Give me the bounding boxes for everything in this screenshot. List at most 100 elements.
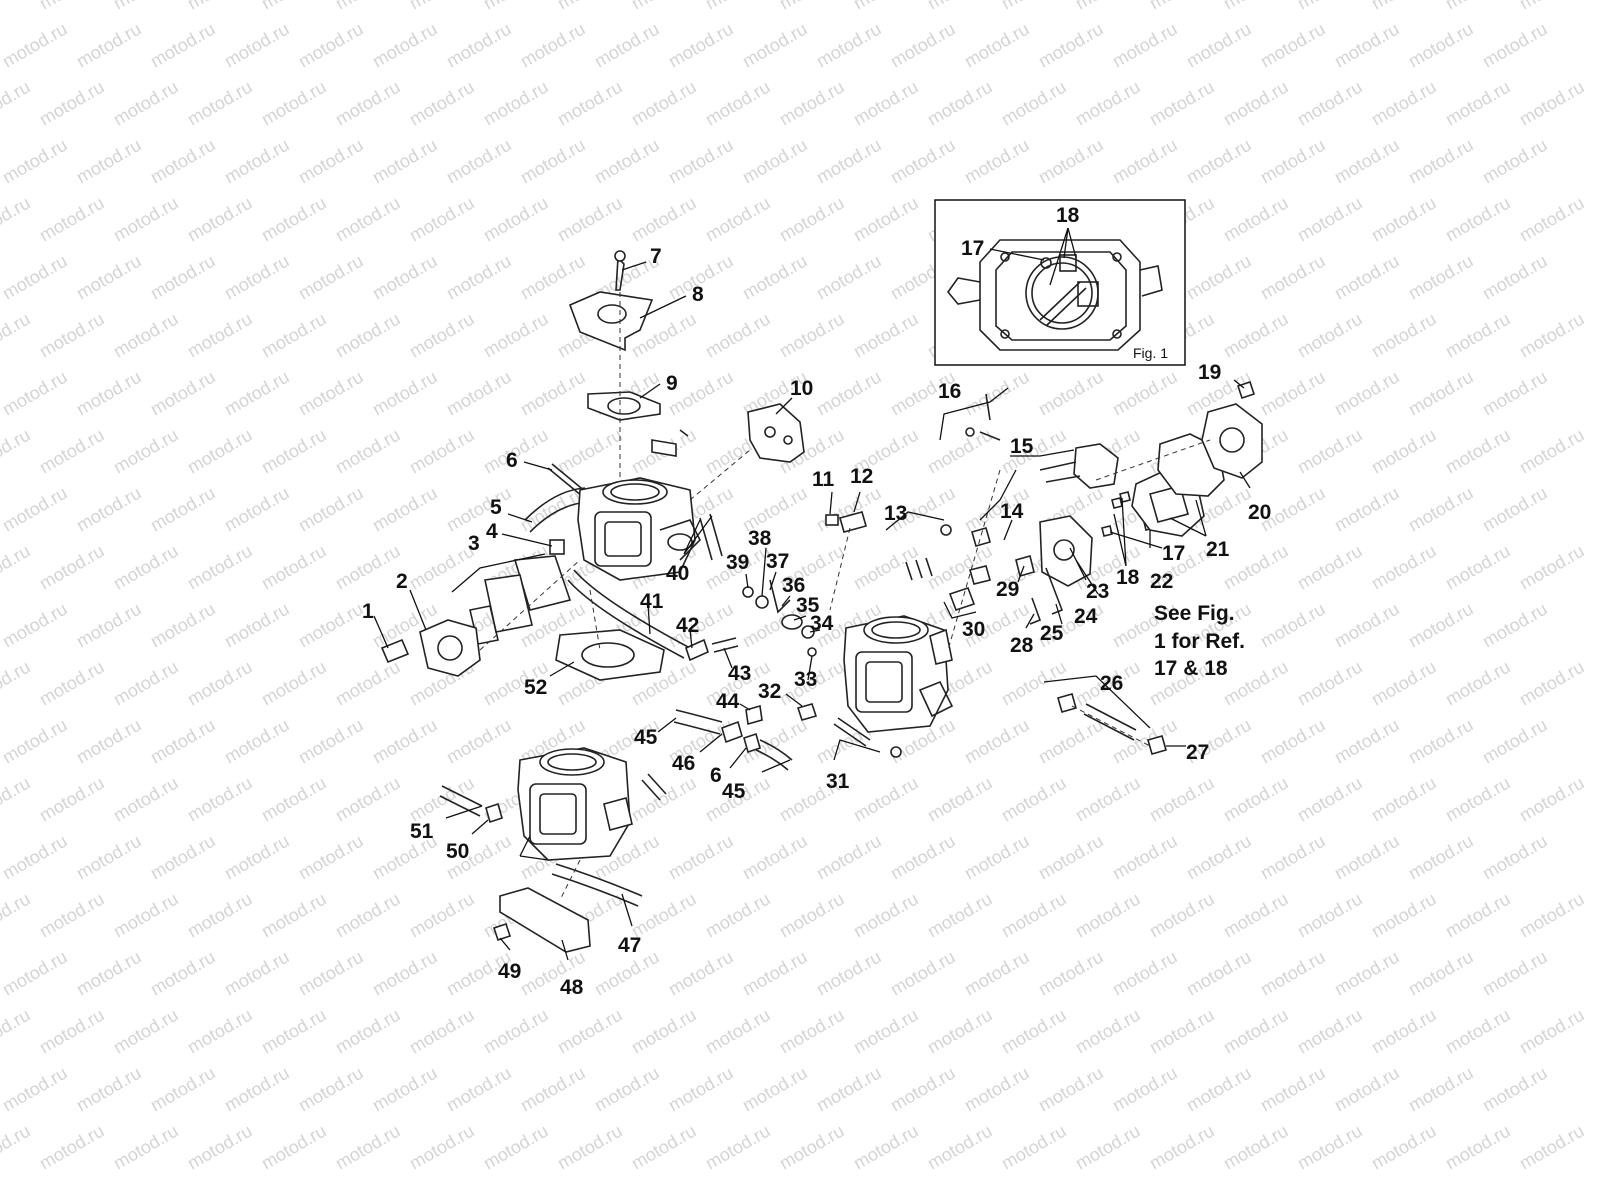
watermark-text: motod.ru (1183, 947, 1255, 1000)
watermark-text: motod.ru (332, 657, 404, 710)
watermark-text: motod.ru (517, 135, 589, 188)
watermark-text: motod.ru (1294, 889, 1366, 942)
watermark-text: motod.ru (1257, 831, 1329, 884)
watermark-text: motod.ru (1442, 425, 1514, 478)
watermark-text: motod.ru (1479, 715, 1551, 768)
callout-4: 4 (486, 520, 498, 543)
watermark-text: motod.ru (1442, 773, 1514, 826)
callout-19: 19 (1198, 361, 1221, 384)
watermark-text: motod.ru (776, 889, 848, 942)
watermark-text: motod.ru (0, 541, 34, 594)
watermark-text: motod.ru (1146, 1005, 1218, 1058)
watermark-text: motod.ru (1109, 367, 1181, 420)
callout-28: 28 (1010, 634, 1034, 657)
watermark-text: motod.ru (443, 251, 515, 304)
watermark-text: motod.ru (554, 1005, 626, 1058)
watermark-text: motod.ru (1109, 19, 1181, 72)
watermark-text: motod.ru (110, 193, 182, 246)
watermark-text: motod.ru (776, 77, 848, 130)
watermark-text: motod.ru (480, 1005, 552, 1058)
watermark-text: motod.ru (147, 947, 219, 1000)
watermark-text: motod.ru (0, 19, 71, 72)
watermark-text: motod.ru (517, 1063, 589, 1116)
watermark-text: motod.ru (332, 889, 404, 942)
watermark-text: motod.ru (147, 831, 219, 884)
watermark-text: motod.ru (258, 1121, 330, 1174)
watermark-text: motod.ru (554, 193, 626, 246)
watermark-text: motod.ru (1220, 1005, 1292, 1058)
watermark-text: motod.ru (406, 193, 478, 246)
callout-17: 17 (1162, 542, 1185, 565)
watermark-text: motod.ru (1109, 135, 1181, 188)
watermark-text: motod.ru (1368, 77, 1440, 130)
watermark-text: motod.ru (36, 77, 108, 130)
watermark-text: motod.ru (887, 831, 959, 884)
callout-24: 24 (1074, 605, 1098, 628)
callout-16: 16 (938, 380, 961, 403)
watermark-text: motod.ru (0, 425, 34, 478)
watermark-text: motod.ru (36, 773, 108, 826)
watermark-text: motod.ru (776, 1121, 848, 1174)
watermark-text: motod.ru (406, 1121, 478, 1174)
watermark-text: motod.ru (1368, 773, 1440, 826)
watermark-text: motod.ru (628, 1005, 700, 1058)
watermark-text: motod.ru (1072, 1005, 1144, 1058)
callout-40: 40 (666, 562, 689, 585)
watermark-text: motod.ru (1035, 367, 1107, 420)
watermark-text: motod.ru (406, 77, 478, 130)
watermark-text: motod.ru (1331, 251, 1403, 304)
watermark-text: motod.ru (295, 135, 367, 188)
watermark-text: motod.ru (1405, 135, 1477, 188)
watermark-text: motod.ru (1294, 193, 1366, 246)
watermark-text: motod.ru (1331, 831, 1403, 884)
watermark-text: motod.ru (776, 309, 848, 362)
watermark-text: motod.ru (554, 0, 626, 13)
watermark-text: motod.ru (110, 889, 182, 942)
watermark-text: motod.ru (295, 831, 367, 884)
callout-39: 39 (726, 551, 749, 574)
callout-20: 20 (1248, 501, 1271, 524)
watermark-text: motod.ru (369, 715, 441, 768)
watermark-text: motod.ru (998, 77, 1070, 130)
watermark-text: motod.ru (1442, 309, 1514, 362)
watermark-text: motod.ru (184, 1121, 256, 1174)
watermark-text: motod.ru (1183, 831, 1255, 884)
watermark-text: motod.ru (1479, 947, 1551, 1000)
callout-33: 33 (794, 668, 817, 691)
watermark-text: motod.ru (1442, 889, 1514, 942)
callout-1: 1 (362, 600, 374, 623)
watermark-text: motod.ru (443, 135, 515, 188)
watermark-text: motod.ru (1257, 135, 1329, 188)
watermark-text: motod.ru (1516, 657, 1588, 710)
watermark-text: motod.ru (36, 309, 108, 362)
watermark-text: motod.ru (73, 135, 145, 188)
callout-38: 38 (748, 527, 772, 550)
callout-8: 8 (692, 283, 704, 306)
watermark-text: motod.ru (0, 599, 71, 652)
watermark-text: motod.ru (998, 1005, 1070, 1058)
watermark-text: motod.ru (1516, 309, 1588, 362)
watermark-text: motod.ru (1035, 135, 1107, 188)
watermark-text: motod.ru (1220, 773, 1292, 826)
watermark-text: motod.ru (480, 77, 552, 130)
callout-45: 45 (634, 726, 658, 749)
callout-9: 9 (666, 372, 678, 395)
watermark-text: motod.ru (1072, 773, 1144, 826)
watermark-text: motod.ru (184, 773, 256, 826)
watermark-text: motod.ru (332, 541, 404, 594)
watermark-text: motod.ru (36, 541, 108, 594)
watermark-text: motod.ru (961, 715, 1033, 768)
watermark-text: motod.ru (0, 0, 34, 13)
watermark-text: motod.ru (1257, 947, 1329, 1000)
watermark-text: motod.ru (36, 425, 108, 478)
callout-31: 31 (826, 770, 850, 793)
watermark-text: motod.ru (1109, 831, 1181, 884)
watermark-text: motod.ru (184, 193, 256, 246)
watermark-text: motod.ru (1479, 1063, 1551, 1116)
watermark-text: motod.ru (813, 831, 885, 884)
watermark-text: motod.ru (1183, 251, 1255, 304)
watermark-text: motod.ru (850, 193, 922, 246)
watermark-text: motod.ru (0, 715, 71, 768)
watermark-text: motod.ru (36, 889, 108, 942)
